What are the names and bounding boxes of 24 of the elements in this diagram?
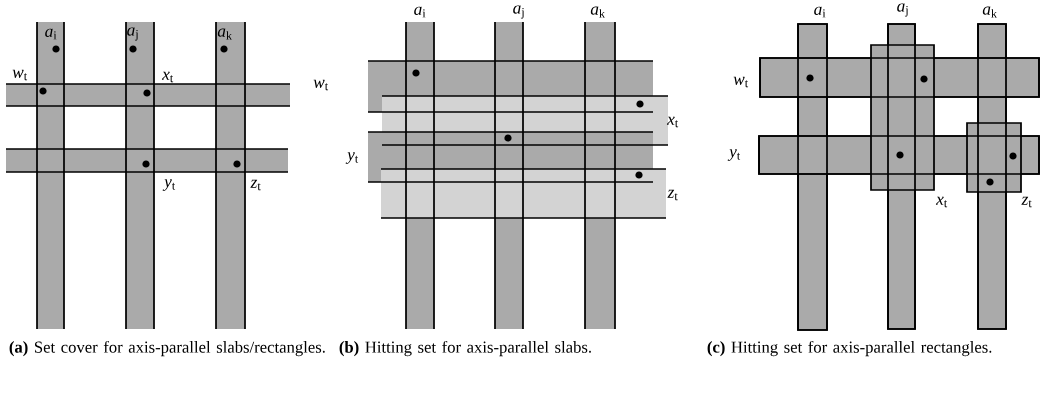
math-label: x$_{t}$ [666,116,679,128]
math-label: z$_{t}$ [1021,196,1032,208]
math-label: z$_{t}$ [250,179,261,191]
math-label: x$_{t}$ [935,196,948,208]
math-label: y$_{t}$ [345,152,359,164]
subfigure-caption: (c) Hitting set for axis-parallel rectangles. [707,340,992,357]
math-label: x$_{t}$ [161,71,174,83]
math-label: a$_{i}$ [814,6,826,18]
math-label: a$_{j}$ [897,3,908,17]
math-label: w$_{t}$ [313,79,329,91]
math-label: a$_{k}$ [982,6,998,18]
math-label: w$_{t}$ [733,76,749,88]
math-label: a$_{i}$ [45,28,57,40]
subfigure-caption: (a) Set cover for axis-parallel slabs/rectangles. [9,340,325,357]
math-label: a$_{k}$ [217,28,233,40]
math-label: w$_{t}$ [12,69,28,81]
math-label: a$_{i}$ [414,6,426,18]
math-label: y$_{t}$ [727,149,741,161]
math-label: z$_{t}$ [667,189,678,201]
subfigure-caption: (b) Hitting set for axis-parallel slabs. [339,340,591,357]
math-label: y$_{t}$ [162,179,176,191]
math-label: a$_{j}$ [127,27,138,41]
math-label: a$_{j}$ [513,5,524,19]
math-label: a$_{k}$ [590,6,606,18]
